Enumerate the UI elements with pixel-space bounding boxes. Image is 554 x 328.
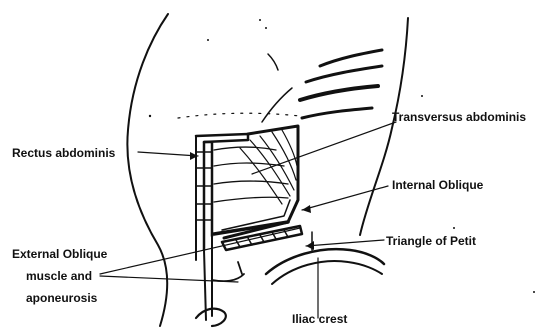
upper-dashed-contour xyxy=(178,113,300,118)
speckle xyxy=(207,39,209,41)
label-internal-oblique: Internal Oblique xyxy=(392,178,483,192)
rib-mark xyxy=(300,86,378,100)
speckle xyxy=(421,95,423,97)
label-external-oblique-line1: External Oblique xyxy=(12,247,107,261)
label-triangle-of-petit: Triangle of Petit xyxy=(386,234,476,248)
window-fiber xyxy=(214,181,288,184)
leader-internal-oblique xyxy=(302,186,388,210)
label-external-oblique-line2: muscle and xyxy=(26,269,92,283)
speckle xyxy=(149,115,151,117)
leader-triangle xyxy=(306,240,384,246)
window-fiber xyxy=(214,197,288,202)
rib-mark xyxy=(268,54,278,70)
label-rectus-abdominis: Rectus abdominis xyxy=(12,146,115,160)
leader-rectus xyxy=(138,152,198,156)
label-transversus-abdominis: Transversus abdominis xyxy=(392,110,526,124)
leader-external-1 xyxy=(100,228,300,274)
rib-mark xyxy=(320,50,382,66)
petit-notch xyxy=(236,240,240,247)
speckle xyxy=(265,27,267,29)
leader-external-2 xyxy=(100,276,238,282)
arrowhead xyxy=(302,205,311,213)
window-fiber xyxy=(214,163,284,166)
external-oblique-mark xyxy=(238,262,242,274)
iliac-crest-curve-inner xyxy=(272,261,382,284)
speckle xyxy=(533,291,535,293)
rib-mark xyxy=(262,88,292,122)
label-iliac-crest: Iliac crest xyxy=(292,312,347,326)
speckle xyxy=(453,227,455,229)
external-oblique-pocket xyxy=(212,274,244,281)
rib-mark xyxy=(306,66,382,82)
rib-mark xyxy=(302,108,372,118)
window-fiber xyxy=(214,147,276,150)
lower-flank-curl xyxy=(196,309,226,326)
speckle xyxy=(259,19,261,21)
label-external-oblique-line3: aponeurosis xyxy=(26,291,97,305)
arrowhead xyxy=(306,241,314,250)
transversus-fiber xyxy=(240,148,282,204)
